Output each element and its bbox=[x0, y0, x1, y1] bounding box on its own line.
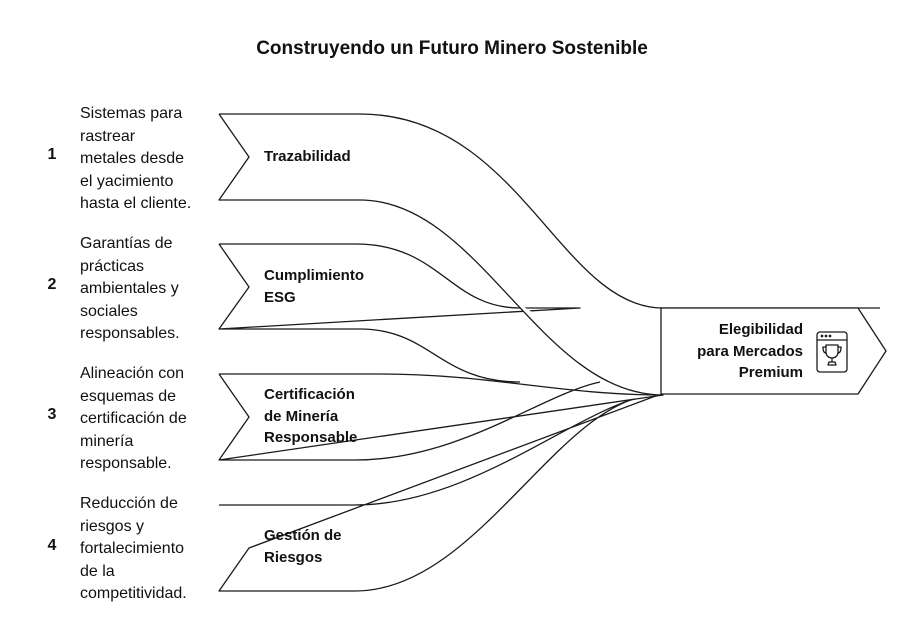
diagram-title: Construyendo un Futuro Minero Sostenible bbox=[256, 38, 648, 59]
step-number: 2 bbox=[47, 276, 57, 293]
trophy-icon bbox=[816, 331, 848, 373]
result-label: Elegibilidad para Mercados Premium bbox=[697, 321, 803, 381]
flow-band-certificacion bbox=[218, 373, 664, 461]
step-description: Alineación con esquemas de certificación… bbox=[80, 365, 187, 472]
step-description: Sistemas para rastrear metales desde el … bbox=[80, 105, 192, 212]
step-number: 1 bbox=[47, 146, 57, 163]
flow-band-trazabilidad bbox=[218, 113, 880, 396]
flow-band-cumplimiento bbox=[218, 243, 581, 383]
step-description: Reducción de riesgos y fortalecimiento d… bbox=[80, 495, 187, 602]
step-number: 4 bbox=[47, 537, 57, 554]
step-label-certificacion: Certificación de Minería Responsable bbox=[264, 386, 358, 446]
step-label-trazabilidad: Trazabilidad bbox=[264, 148, 351, 165]
step-label-gestion-riesgos: Gestión de Riesgos bbox=[264, 527, 342, 566]
step-number: 3 bbox=[47, 406, 57, 423]
step-label-cumplimiento-esg: Cumplimiento ESG bbox=[264, 267, 364, 306]
step-description: Garantías de prácticas ambientales y soc… bbox=[80, 235, 180, 342]
